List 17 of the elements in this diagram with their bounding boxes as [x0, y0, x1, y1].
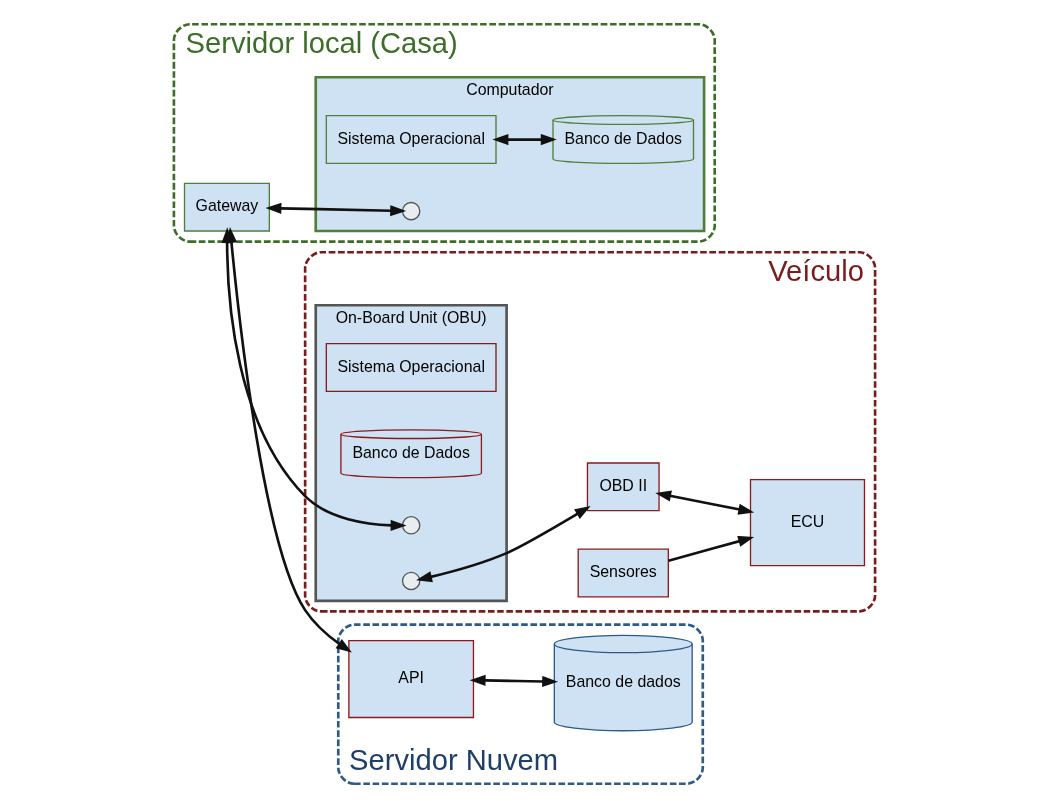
node-circle: [401, 571, 420, 591]
node-circle: [401, 516, 420, 535]
arrow: [264, 202, 406, 217]
arrow: [491, 134, 557, 146]
arrow: [225, 227, 352, 653]
arrow: [415, 505, 591, 583]
node-box: Gateway: [183, 182, 270, 232]
node-box: Sistema Operacional: [325, 115, 497, 165]
node-circle: [401, 201, 420, 221]
node-box: OBD II: [586, 462, 660, 512]
arrow: [469, 674, 558, 688]
node-box: Sistema Operacional: [325, 343, 497, 393]
arrow: [667, 535, 754, 563]
node-box: API: [347, 639, 474, 719]
node-box: ECU: [749, 478, 865, 567]
node-box: Sensores: [577, 548, 669, 598]
arrow: [654, 490, 754, 515]
